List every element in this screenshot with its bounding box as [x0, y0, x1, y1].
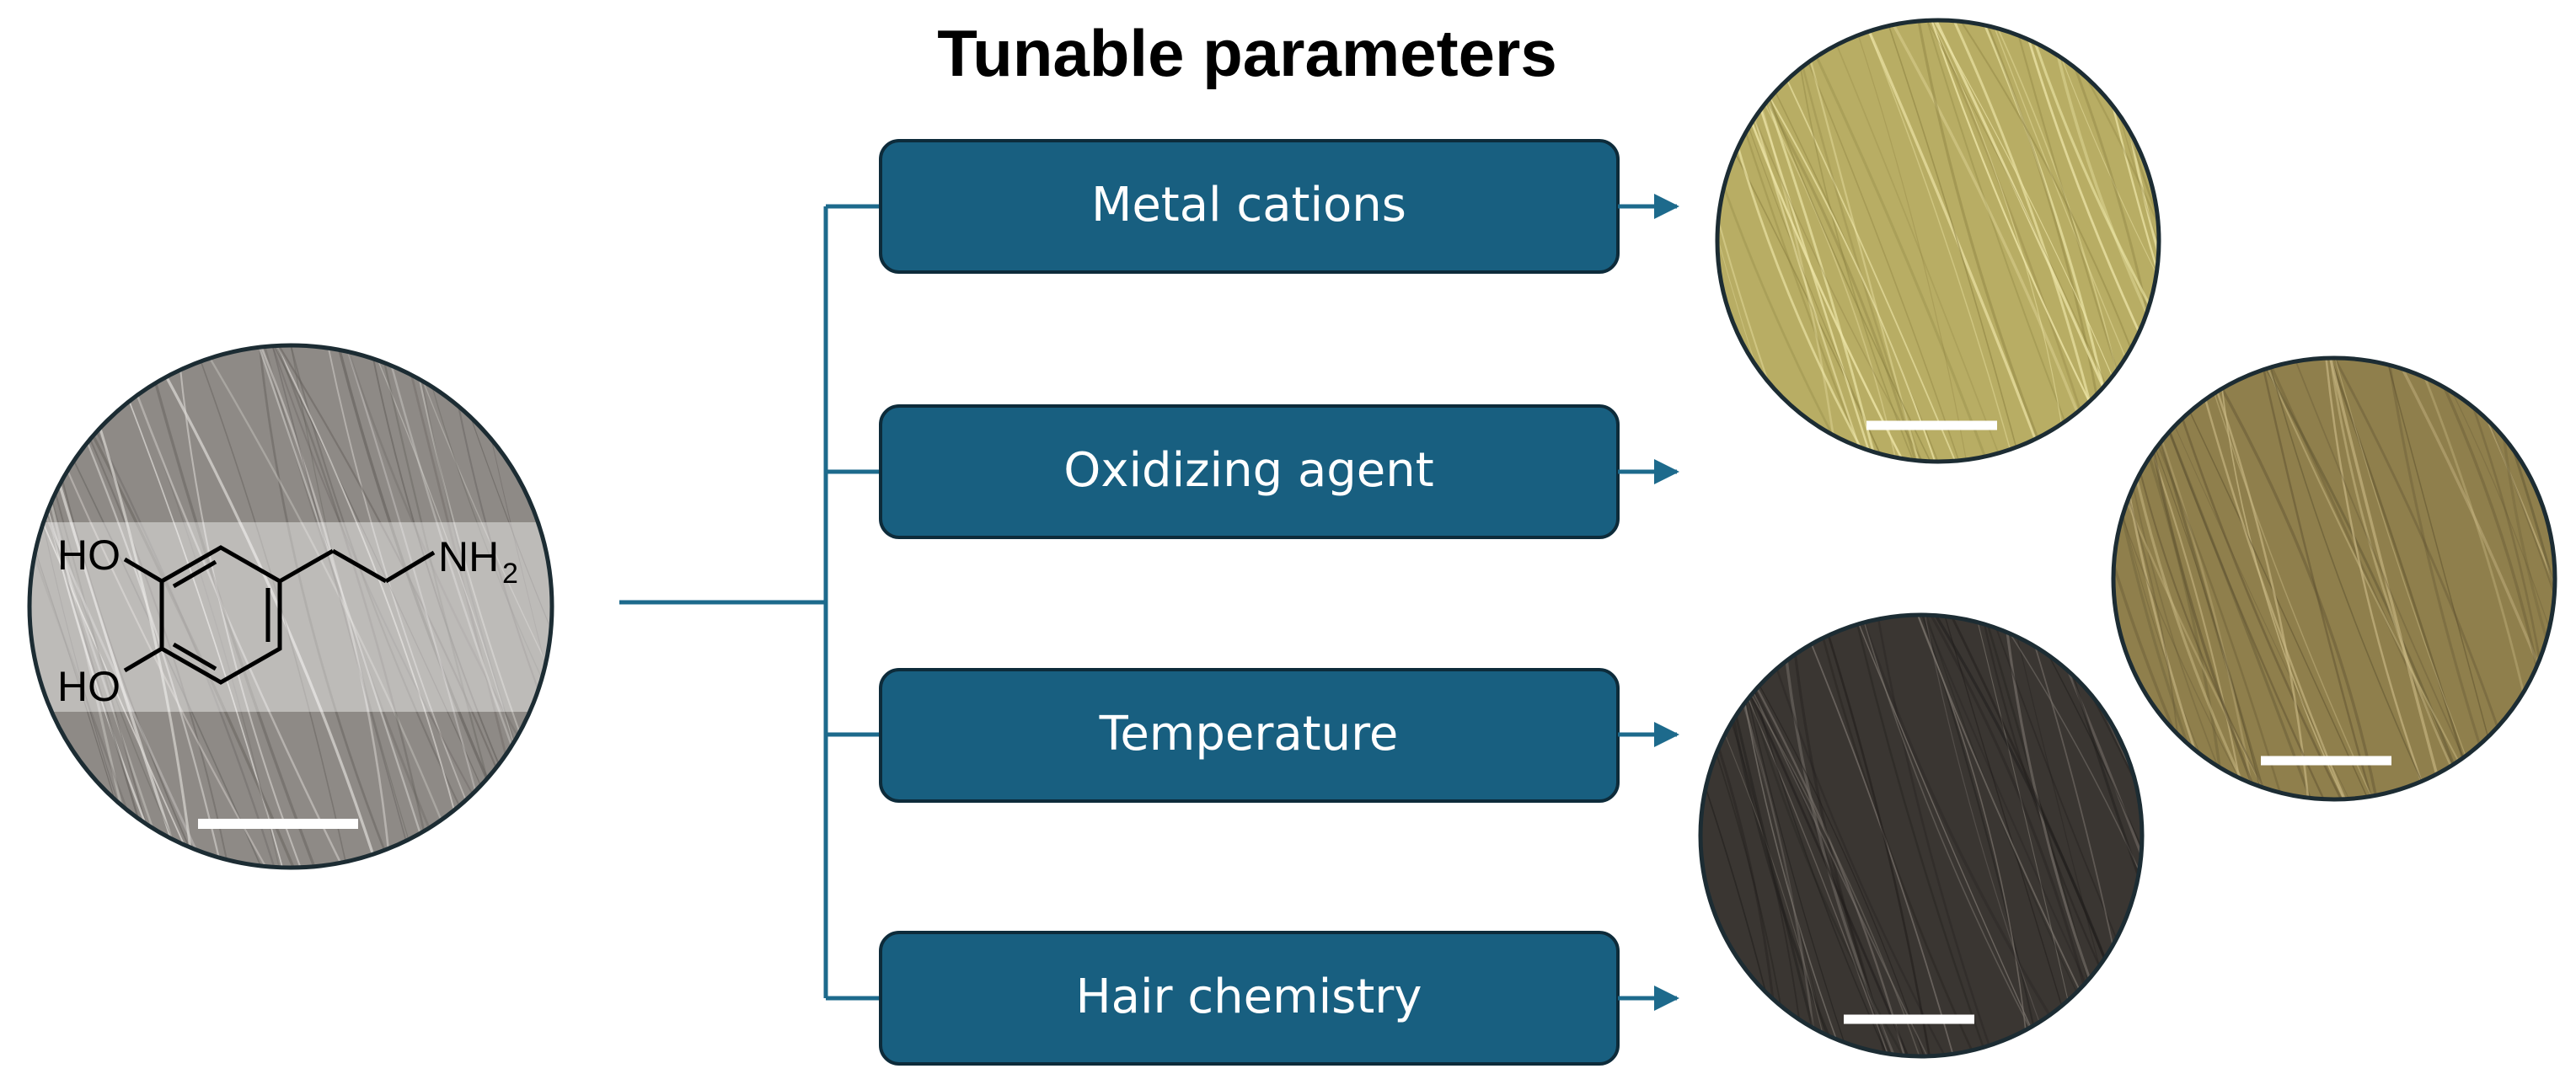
hair-fiber — [174, 345, 312, 868]
hair-fiber — [2322, 358, 2437, 799]
output-arrows — [1618, 194, 1679, 1011]
hair-fiber — [2113, 358, 2282, 799]
hair-fiber — [2113, 358, 2264, 799]
hair-fiber — [1845, 615, 2054, 1056]
hair-fiber — [1787, 615, 1901, 1056]
hair-fiber — [602, 319, 814, 894]
hair-fiber — [2196, 358, 2312, 799]
hair-fiber — [2014, 615, 2142, 1056]
parameter-box-temperature: Temperature — [879, 668, 1620, 803]
hair-fiber — [1853, 615, 2091, 1056]
hair-fiber — [1793, 20, 1926, 462]
hair-fiber — [29, 345, 176, 868]
hair-fiber — [1855, 615, 2058, 1056]
hair-fiber — [554, 319, 739, 894]
amine-subscript: 2 — [502, 558, 518, 590]
hair-fiber — [1849, 615, 1995, 1056]
hair-fiber — [2255, 358, 2380, 799]
hair-fiber — [1878, 20, 2027, 462]
hair-fiber — [1717, 20, 1860, 462]
hydroxyl-label-bottom: HO — [57, 663, 120, 710]
hair-fiber — [1817, 20, 2011, 462]
parameter-label: Temperature — [1099, 707, 1399, 761]
hair-fiber — [554, 319, 833, 894]
hair-fiber — [1872, 615, 2002, 1056]
hair-fiber — [1855, 20, 2021, 462]
hair-start-micrograph: HO HO NH 2 — [27, 319, 833, 894]
hair-fiber — [1983, 615, 2142, 1056]
hair-fiber — [2195, 358, 2384, 799]
hair-fiber — [2568, 336, 2576, 821]
diagram-title: Tunable parameters — [937, 16, 1556, 90]
hair-fiber — [2321, 358, 2483, 799]
parameter-box-metal-cations: Metal cations — [879, 139, 1620, 274]
parameter-box-hair-chemistry: Hair chemistry — [879, 931, 1620, 1066]
hair-fiber — [399, 345, 552, 868]
hair-fiber — [2252, 358, 2492, 799]
hair-fiber — [137, 345, 326, 868]
hair-fiber — [1920, 20, 2071, 462]
hair-fiber — [1913, 20, 2057, 462]
hair-fiber — [249, 345, 441, 868]
hair-fiber — [1920, 615, 2061, 1056]
hair-fiber — [29, 345, 162, 868]
hair-fiber — [265, 345, 438, 868]
amine-label: NH — [438, 533, 499, 580]
hair-fiber — [2256, 358, 2479, 799]
connector-tree — [619, 204, 881, 1001]
hair-fiber — [1700, 615, 1834, 1056]
parameter-label: Hair chemistry — [1076, 970, 1422, 1024]
hydroxyl-label-top: HO — [57, 532, 120, 579]
hair-fiber — [2038, 20, 2159, 462]
hair-fiber — [2326, 358, 2478, 799]
hair-fiber — [2019, 20, 2159, 462]
hair-fiber — [563, 319, 710, 894]
hair-fiber — [185, 345, 472, 868]
hair-fiber — [108, 345, 357, 868]
hair-fiber — [2247, 358, 2477, 799]
hair-oxidizing-micrograph — [2111, 336, 2576, 821]
molecule-backdrop — [29, 522, 552, 712]
hair-fiber — [1813, 615, 1935, 1056]
hair-fiber — [1914, 615, 2046, 1056]
hair-fiber — [1781, 20, 1968, 462]
hair-fiber — [29, 345, 174, 868]
hair-fiber — [413, 345, 552, 868]
parameter-label: Oxidizing agent — [1063, 443, 1433, 498]
parameter-box-oxidizing-agent: Oxidizing agent — [879, 404, 1620, 539]
hair-fiber — [29, 345, 207, 868]
hair-fiber — [2568, 336, 2576, 821]
hair-fiber — [249, 345, 394, 868]
hair-fiber — [2187, 358, 2355, 799]
parameter-label: Metal cations — [1091, 178, 1406, 232]
hair-fiber — [2261, 358, 2441, 799]
hair-fiber — [600, 319, 781, 894]
hair-fiber — [2423, 358, 2555, 799]
hair-fiber — [337, 345, 552, 868]
hair-fiber — [1983, 615, 2142, 1056]
hair-fiber — [2328, 358, 2492, 799]
hair-fiber — [265, 345, 421, 868]
hair-fiber — [2384, 358, 2555, 799]
hair-fiber — [255, 345, 404, 868]
hair-fiber — [2015, 20, 2159, 462]
hair-fiber — [560, 319, 731, 894]
hair-fiber — [604, 319, 830, 894]
hair-fiber — [29, 345, 199, 868]
hair-fiber — [1787, 20, 1996, 462]
hair-fiber — [29, 345, 218, 868]
hair-fiber — [1717, 20, 1894, 462]
hair-fiber — [2323, 358, 2451, 799]
hair-fiber — [2284, 358, 2493, 799]
dopamine-structure — [123, 545, 436, 685]
hair-fiber — [1845, 20, 1972, 462]
hair-fiber — [1920, 20, 2091, 462]
hair-fiber — [2190, 358, 2383, 799]
